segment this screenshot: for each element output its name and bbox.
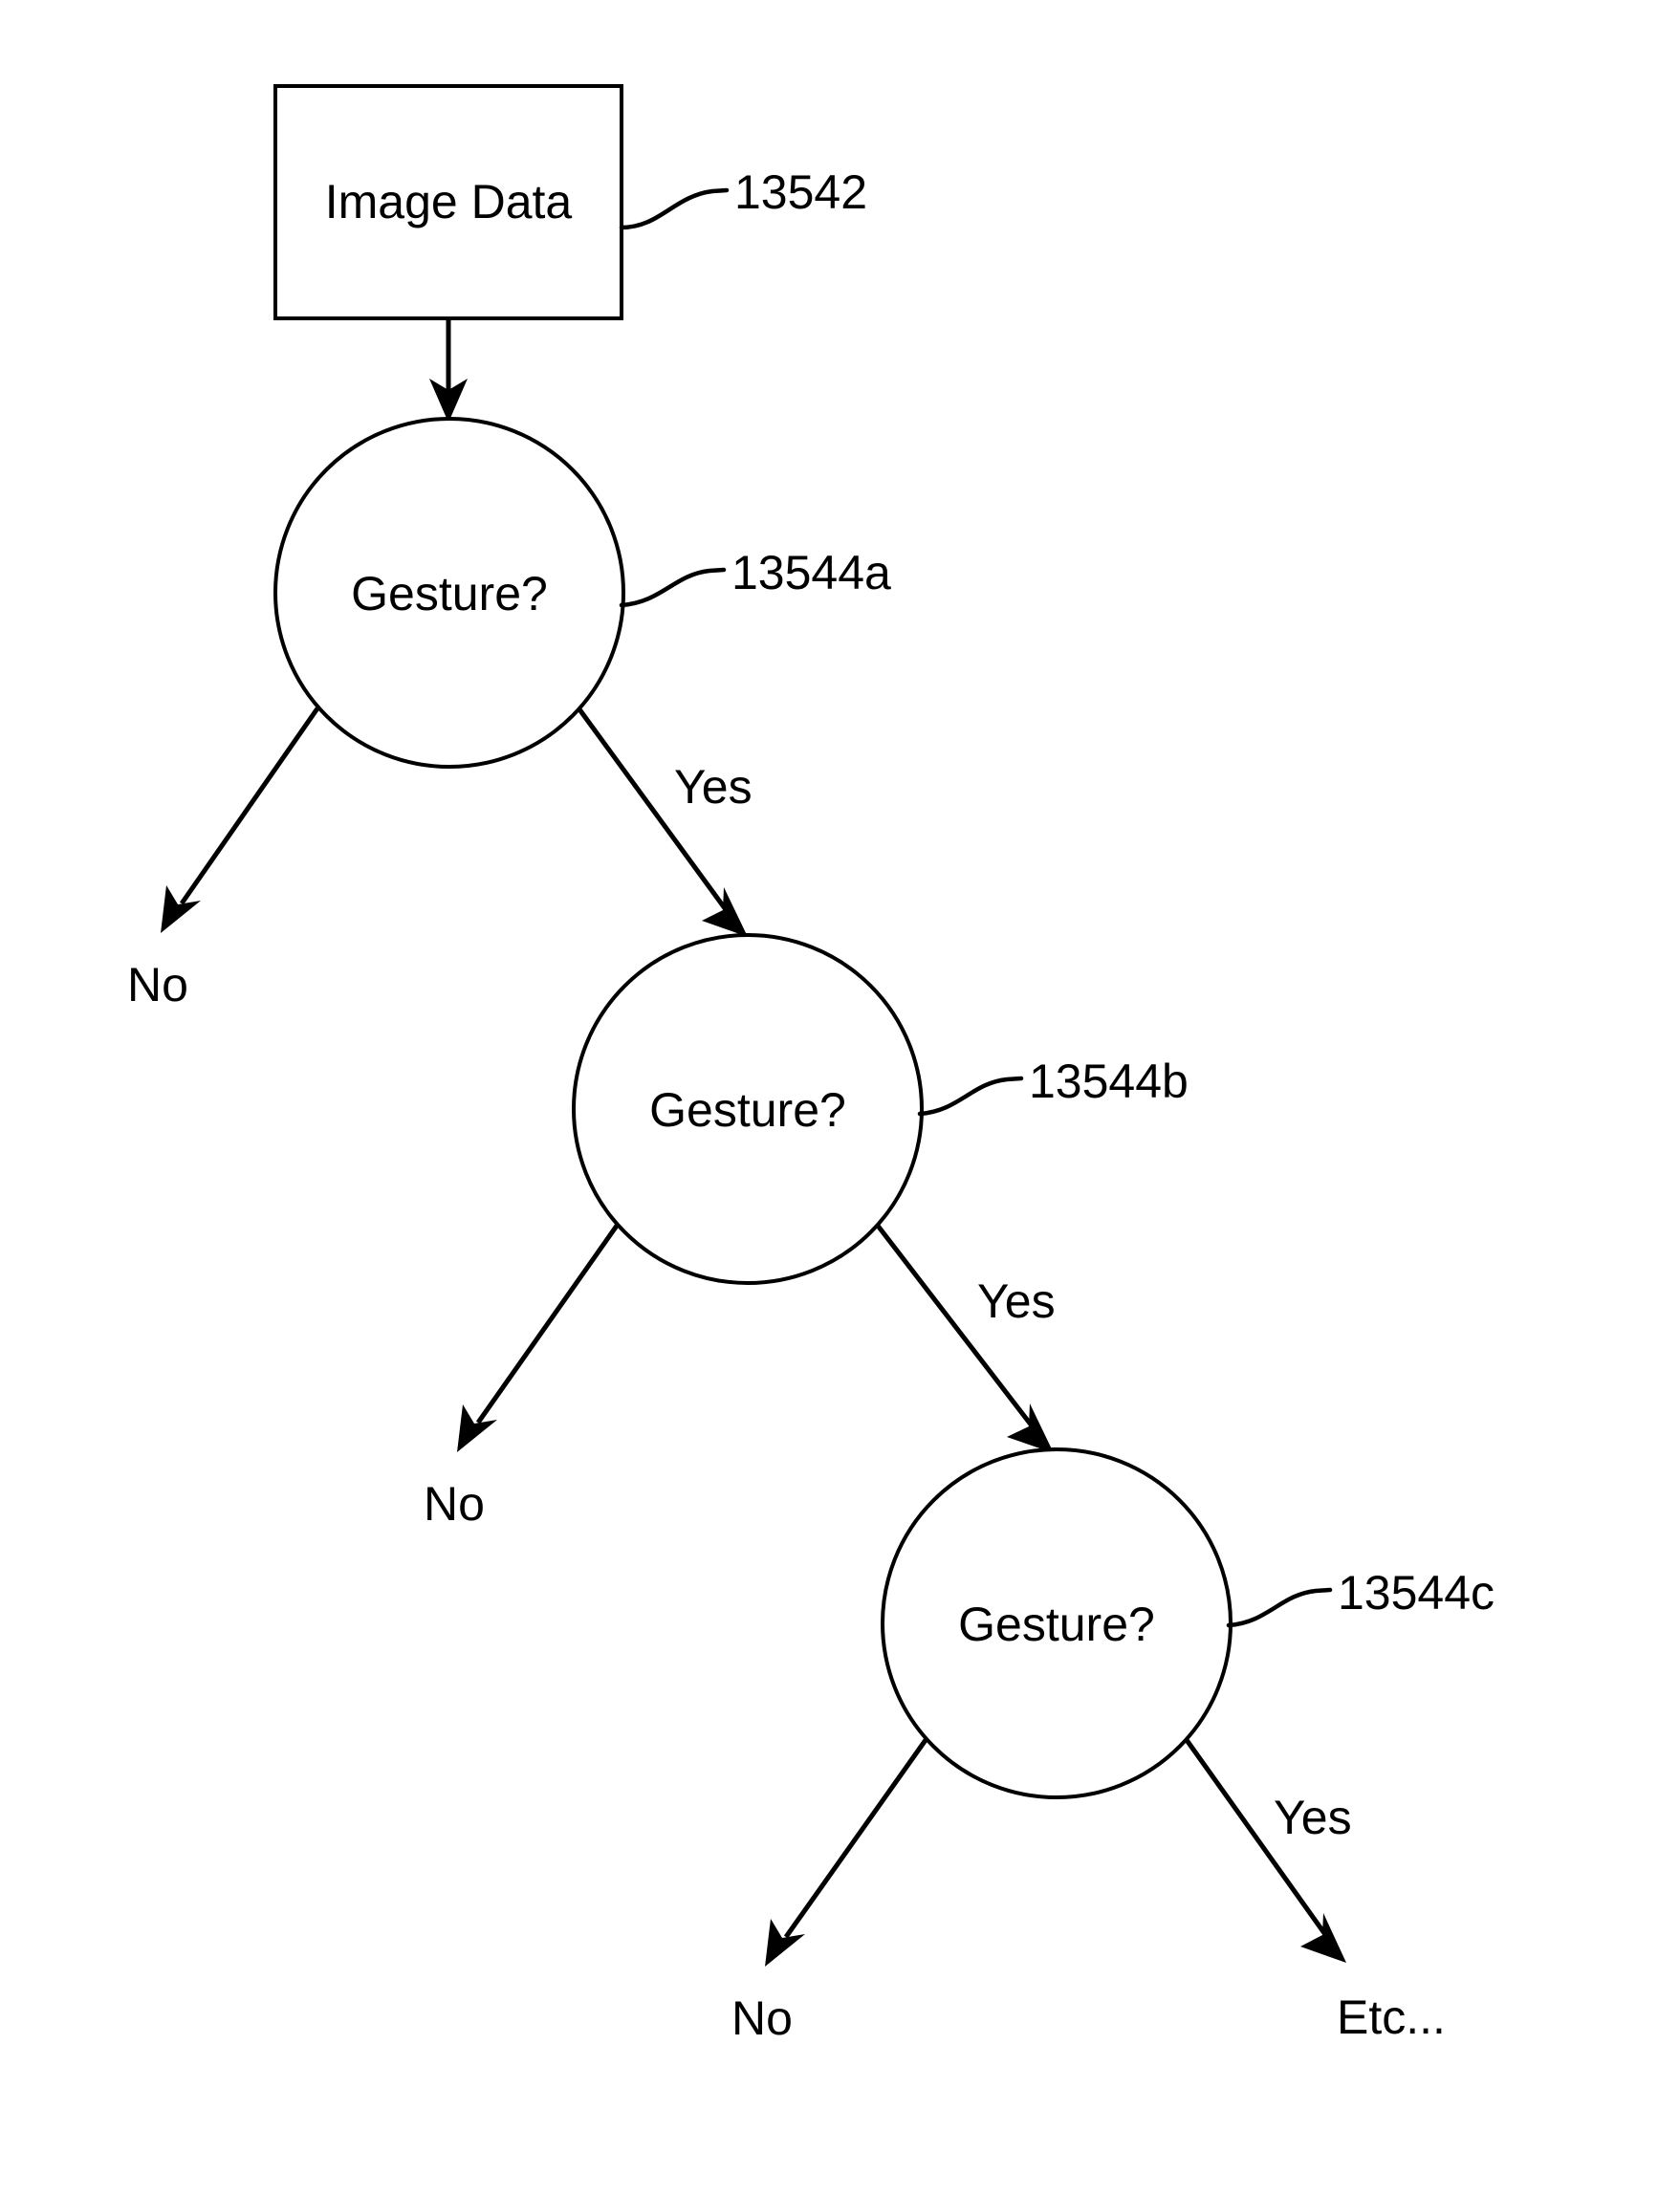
arrow-head-icon: [429, 379, 468, 423]
arrow-head-icon: [1007, 1403, 1054, 1453]
gesture-b-circle[interactable]: [572, 933, 924, 1285]
connector-line: [179, 707, 320, 905]
connector-line: [475, 1224, 620, 1425]
ref-number-13542: 13542: [734, 165, 867, 219]
node-gesture-c[interactable]: Gesture?: [881, 1447, 1233, 1799]
edge-gesture-c-yes: Yes: [1184, 1738, 1352, 1963]
edge-imagedata-to-gesture-a: [429, 318, 468, 423]
arrow-head-icon: [702, 887, 748, 937]
connector-line: [876, 1224, 1033, 1426]
ref-number-13544c: 13544c: [1338, 1566, 1495, 1620]
edge-gesture-a-no: No: [127, 707, 320, 1011]
arrow-head-icon: [765, 1919, 805, 1967]
gesture-c-label: Gesture?: [958, 1598, 1155, 1651]
leader-line-13544c: [1226, 1587, 1333, 1628]
arrow-head-icon: [457, 1404, 497, 1452]
ref-callout-13544c: 13544c: [1226, 1566, 1495, 1628]
leader-line-13544a: [619, 567, 727, 608]
edge-gesture-b-yes: Yes: [876, 1224, 1056, 1453]
ref-callout-13544a: 13544a: [619, 546, 891, 608]
edge-gesture-b-no: No: [424, 1224, 620, 1531]
ref-number-13544a: 13544a: [731, 546, 891, 599]
edge-gesture-c-no: No: [731, 1738, 928, 2045]
ref-callout-13542: 13542: [619, 165, 867, 230]
terminal-no-1: No: [127, 958, 188, 1011]
arrow-head-icon: [1300, 1913, 1346, 1963]
ref-number-13544b: 13544b: [1029, 1055, 1189, 1108]
leader-line-13544b: [917, 1076, 1024, 1117]
arrow-head-icon: [161, 885, 201, 933]
gesture-a-circle[interactable]: [273, 417, 625, 769]
image-data-box[interactable]: [273, 84, 623, 320]
connector-line: [783, 1738, 928, 1939]
image-data-label: Image Data: [325, 175, 573, 228]
edge-label-yes-b: Yes: [977, 1274, 1056, 1328]
node-gesture-b[interactable]: Gesture?: [572, 933, 924, 1285]
edge-gesture-a-yes: Yes: [577, 707, 753, 937]
terminal-etc: Etc...: [1337, 1990, 1446, 2044]
connector-line: [1184, 1738, 1327, 1935]
edge-label-yes-c: Yes: [1274, 1791, 1352, 1844]
node-image-data[interactable]: Image Data: [273, 84, 623, 320]
ref-callout-13544b: 13544b: [917, 1055, 1189, 1117]
gesture-a-label: Gesture?: [351, 567, 548, 620]
terminal-no-2: No: [424, 1477, 485, 1531]
leader-line-13542: [619, 187, 730, 230]
terminal-no-3: No: [731, 1991, 793, 2045]
gesture-b-label: Gesture?: [649, 1083, 846, 1137]
connector-line: [577, 707, 728, 910]
node-gesture-a[interactable]: Gesture?: [273, 417, 625, 769]
edge-label-yes-a: Yes: [674, 760, 753, 814]
